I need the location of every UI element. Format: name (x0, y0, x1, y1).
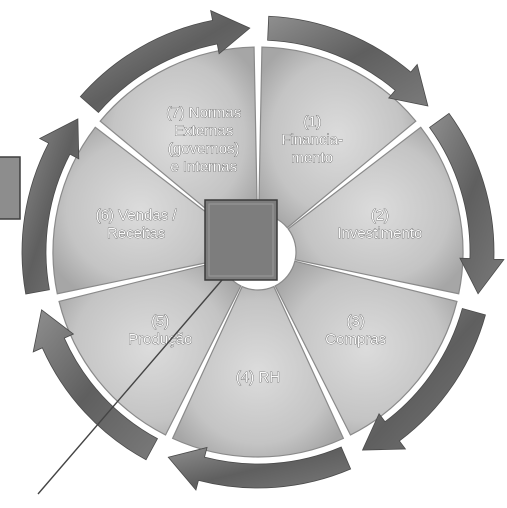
segment-label-line: mento (291, 149, 333, 166)
segment-label-vendas-receitas: (6) Vendas /Receitas (96, 207, 178, 242)
segment-label-compras: (3)Compras (325, 313, 386, 348)
ring-arrow-financiamento (267, 15, 429, 107)
segment-label-line: Compras (325, 331, 386, 348)
segment-label-line: Investimento (337, 225, 422, 242)
segment-label-rh: (4) RH (236, 369, 280, 386)
segment-label-line: (2) (371, 207, 389, 224)
segment-label-line: (1) (303, 113, 321, 130)
ring-arrow-vendas-receitas (21, 118, 80, 295)
segment-label-line: Receitas (107, 225, 165, 242)
segment-label-line: Financia- (281, 131, 343, 148)
segment-label-line: Externas (174, 122, 233, 139)
segment-label-financiamento: (1)Financia-mento (281, 113, 343, 166)
segment-label-investimento: (2)Investimento (337, 207, 422, 242)
ring-arrow-normas (79, 9, 251, 114)
ring-arrow-compras (361, 308, 486, 451)
segment-label-line: e Internas (170, 158, 237, 175)
center-box (204, 199, 278, 281)
segment-label-line: (3) (347, 313, 365, 330)
left-partial-box (0, 156, 21, 220)
center-box-inner-edge (208, 203, 274, 277)
ring-arrow-rh (167, 446, 352, 491)
segment-label-line: (5) (151, 313, 169, 330)
pointer-line (37, 279, 223, 495)
segment-label-line: (7) Normas (166, 104, 241, 121)
segment-label-line: (6) Vendas / (96, 207, 178, 224)
segment-label-line: (4) RH (236, 369, 280, 386)
ring-arrow-investimento (429, 112, 505, 295)
segment-label-line: (governos) (168, 140, 240, 157)
segment-label-line: Produção (128, 331, 192, 348)
segment-label-producao: (5)Produção (128, 313, 192, 348)
